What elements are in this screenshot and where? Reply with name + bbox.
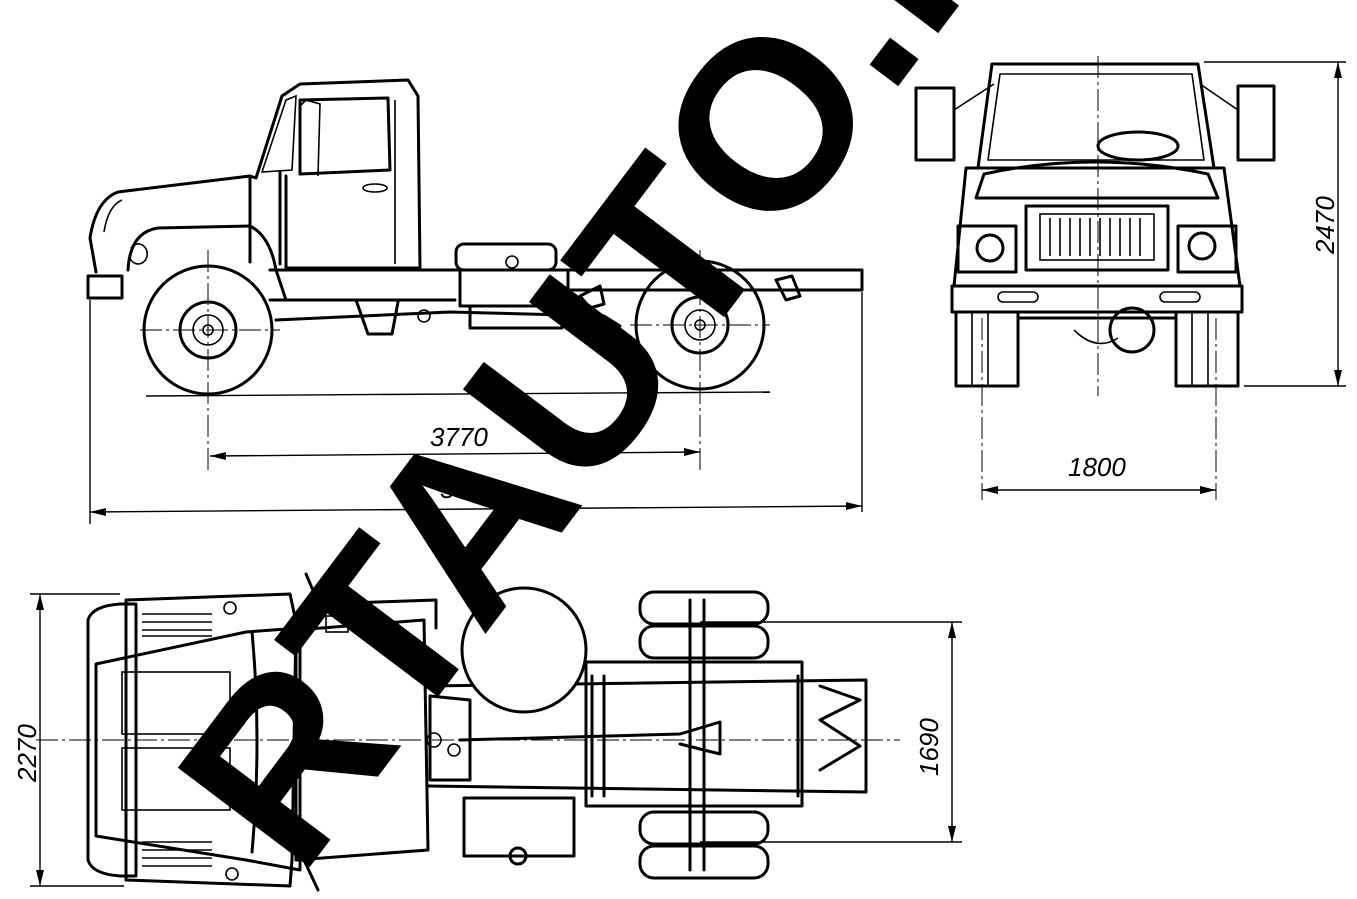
rear-track-label: 1690 (914, 718, 944, 776)
track-width-label: 1800 (1068, 452, 1126, 482)
watermark-text: RTAUTO.RU (127, 0, 1178, 899)
side-dimensions: 3770 5967 (89, 292, 863, 524)
front-dimensions: 2470 1800 (982, 61, 1346, 494)
overall-height-label: 2470 (1310, 196, 1340, 255)
overall-width-label: 2270 (12, 724, 42, 783)
top-view (36, 572, 900, 892)
overall-length-label: 5967 (440, 474, 499, 504)
top-dimensions: 2270 1690 (12, 593, 962, 887)
wheelbase-label: 3770 (430, 422, 488, 452)
front-view (914, 56, 1276, 500)
side-view (86, 78, 864, 470)
